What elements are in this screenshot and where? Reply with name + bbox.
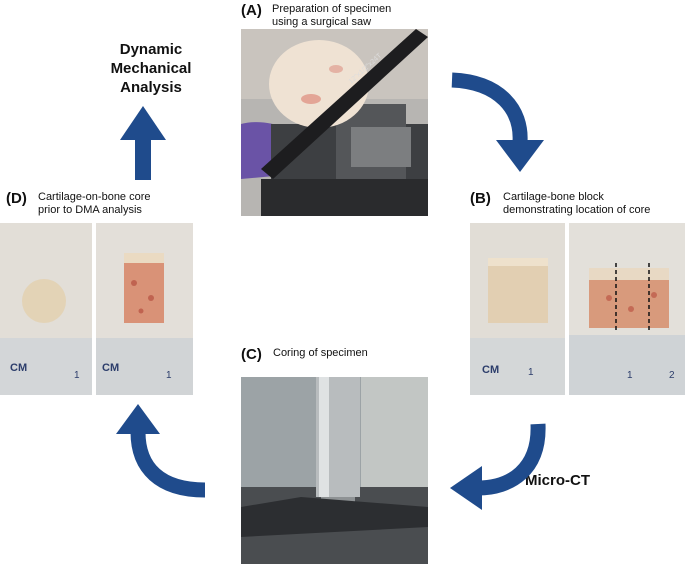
panel-b-caption-line2: demonstrating location of core [503,204,651,216]
panel-c-caption-line1: Coring of specimen [273,347,368,359]
panel-a-header: (A) [241,2,262,20]
panel-d-letter: (D) [6,190,27,207]
panel-d-caption-line2: prior to DMA analysis [38,204,142,216]
ruler-b2-tick1: 1 [627,370,633,381]
photo-d-core-top: CM 1 [0,223,92,395]
photo-b-block-cut: 1 2 [569,223,685,395]
panel-a-letter: (A) [241,2,262,19]
panel-a-caption-line2: using a surgical saw [272,16,372,28]
arrow-b-to-c [450,423,546,510]
photo-a-saw: 12"x1/2"x24T [241,29,428,216]
panel-b-header: (B) [470,190,491,208]
photo-c-coring [241,377,428,564]
microct-label: Micro-CT [525,472,590,489]
ruler-d2-unit: CM [102,362,119,374]
ruler-b2-tick2: 2 [669,370,675,381]
ruler-b1-tick1: 1 [528,367,534,378]
ruler-d1-unit: CM [10,362,27,374]
dma-label-line2: Mechanical [110,60,192,77]
arrow-d-to-dma [120,106,166,180]
ruler-b1-unit: CM [482,364,499,376]
arrow-a-to-b [451,72,544,172]
ruler-d2-tick1: 1 [166,370,172,381]
ruler-d1-tick1: 1 [74,370,80,381]
dma-label-line1: Dynamic [119,41,183,58]
photo-b-block-side: CM 1 [470,223,565,395]
panel-a-caption: Preparation of specimen using a surgical… [272,3,391,29]
arrow-c-to-d [116,404,206,498]
photo-d-core-side: CM 1 [96,223,193,395]
panel-b-caption-line1: Cartilage-bone block [503,191,604,203]
panel-d-caption: Cartilage-on-bone core prior to DMA anal… [38,191,151,217]
panel-a-caption-line1: Preparation of specimen [272,3,392,15]
panel-c-letter: (C) [241,346,262,363]
panel-d-caption-line1: Cartilage-on-bone core [38,191,151,203]
panel-b-letter: (B) [470,190,491,207]
panel-d-header: (D) [6,190,27,208]
dma-label: Dynamic Mechanical Analysis [88,40,214,97]
dma-label-line3: Analysis [120,79,182,96]
panel-c-header: (C) [241,346,262,364]
panel-c-caption: Coring of specimen [273,347,368,360]
panel-b-caption: Cartilage-bone block demonstrating locat… [503,191,650,217]
